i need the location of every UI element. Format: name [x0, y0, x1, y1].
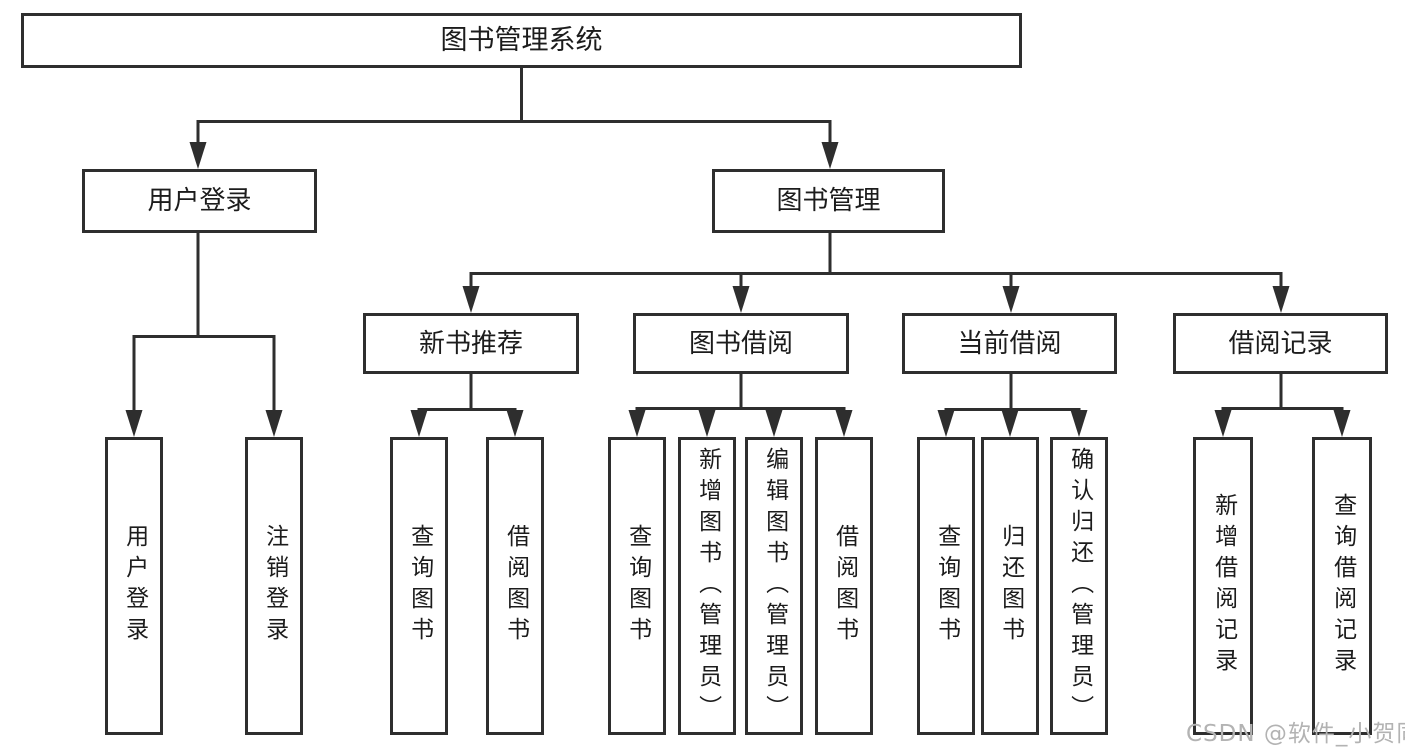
arrowhead-icon — [1001, 410, 1019, 437]
node-book-management: 图书管理 — [712, 169, 945, 233]
arrowhead-icon — [835, 410, 853, 437]
node-leaf-return-books: 归还图书 — [981, 437, 1039, 735]
node-leaf-borrow-books: 借阅图书 — [815, 437, 873, 735]
node-user-login-label: 用户登录 — [147, 186, 252, 216]
node-leaf-query-borrow-record: 查询借阅记录 — [1312, 437, 1372, 735]
node-leaf-logout: 注销登录 — [245, 437, 303, 735]
arrowhead-icon — [506, 410, 524, 437]
node-leaf-query-books: 查询图书 — [608, 437, 666, 735]
arrowhead-icon — [821, 142, 839, 169]
arrowhead-icon — [1214, 410, 1232, 437]
arrowhead-icon — [125, 410, 143, 437]
node-leaf-add-borrow-record: 新增借阅记录 — [1193, 437, 1253, 735]
arrowhead-icon — [698, 410, 716, 437]
node-borrowing-records-label: 借阅记录 — [1228, 328, 1333, 359]
node-library-management-system-label: 图书管理系统 — [440, 25, 603, 56]
node-user-login: 用户登录 — [82, 169, 317, 233]
node-book-management-label: 图书管理 — [776, 186, 881, 216]
arrowhead-icon — [462, 286, 480, 313]
arrowhead-icon — [189, 142, 207, 169]
arrowhead-icon — [937, 410, 955, 437]
node-leaf-edit-books-admin: 编辑图书（管理员） — [745, 437, 803, 735]
node-leaf-query-books: 查询图书 — [390, 437, 448, 735]
node-new-book-recommendation: 新书推荐 — [363, 313, 579, 374]
arrowhead-icon — [765, 410, 783, 437]
arrowhead-icon — [265, 410, 283, 437]
node-library-management-system: 图书管理系统 — [21, 13, 1022, 68]
node-new-book-recommendation-label: 新书推荐 — [418, 328, 523, 359]
arrowhead-icon — [628, 410, 646, 437]
node-borrowing-records: 借阅记录 — [1173, 313, 1388, 374]
node-book-borrowing: 图书借阅 — [633, 313, 849, 374]
node-leaf-query-books: 查询图书 — [917, 437, 975, 735]
node-leaf-user-login: 用户登录 — [105, 437, 163, 735]
arrowhead-icon — [1333, 410, 1351, 437]
node-leaf-confirm-return-admin: 确认归还（管理员） — [1050, 437, 1108, 735]
node-book-borrowing-label: 图书借阅 — [688, 328, 793, 359]
arrowhead-icon — [1272, 286, 1290, 313]
node-leaf-borrow-books: 借阅图书 — [486, 437, 544, 735]
node-leaf-add-books-admin: 新增图书（管理员） — [678, 437, 736, 735]
watermark: CSDN @软件_小贺同学 — [1186, 721, 1405, 747]
arrowhead-icon — [732, 286, 750, 313]
arrowhead-icon — [1070, 410, 1088, 437]
arrowhead-icon — [410, 410, 428, 437]
arrowhead-icon — [1002, 286, 1020, 313]
node-current-borrowing: 当前借阅 — [902, 313, 1117, 374]
node-current-borrowing-label: 当前借阅 — [957, 328, 1062, 359]
